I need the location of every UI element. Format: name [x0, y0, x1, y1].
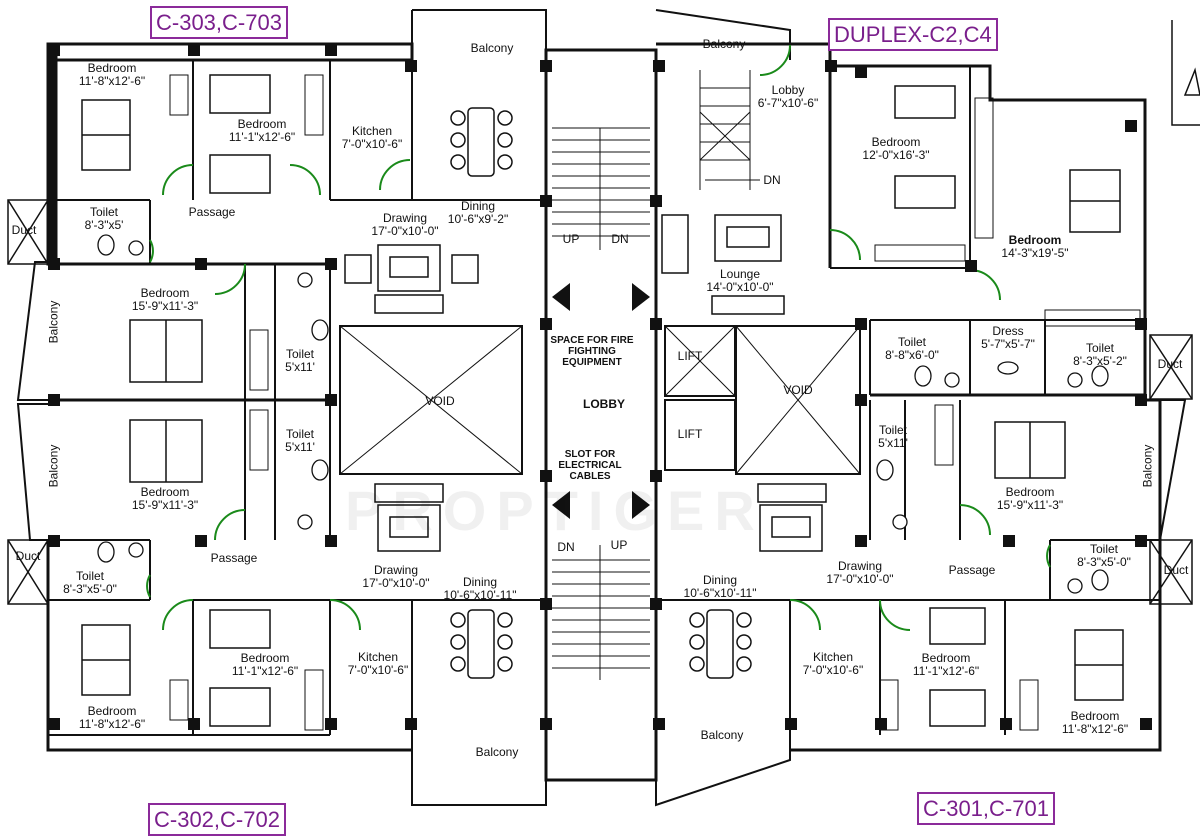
lobby-label: LOBBY: [583, 397, 625, 411]
balcony-label: Balcony: [702, 37, 746, 51]
lift-label: LIFT: [677, 349, 703, 363]
balcony-label: Balcony: [46, 300, 61, 344]
electrical-slot-label: SLOT FOR ELECTRICAL CABLES: [558, 449, 622, 482]
lift-label: LIFT: [677, 427, 703, 441]
duct-label: Duct: [15, 549, 41, 563]
fixtures: [97, 234, 1109, 594]
stair-down-label: DN: [763, 173, 781, 187]
balcony-label: Balcony: [1140, 444, 1155, 488]
stair-down-label: DN: [611, 232, 629, 246]
balcony-label: Balcony: [46, 444, 61, 488]
duct-label: Duct: [11, 223, 37, 237]
room-label-passage: Passage: [948, 563, 996, 577]
void-label: VOID: [425, 394, 455, 408]
watermark: PROPTIGER: [345, 479, 765, 542]
void-crosses: [339, 325, 861, 475]
room-label-passage: Passage: [188, 205, 236, 219]
stair-down-label: DN: [557, 540, 575, 554]
stair-up-label: UP: [610, 538, 628, 552]
balcony-label: Balcony: [700, 728, 744, 742]
balcony-label: Balcony: [475, 745, 519, 759]
unit-tag-c302-c702: C-302,C-702: [148, 803, 286, 836]
unit-tag-c301-c701: C-301,C-701: [917, 792, 1055, 825]
sofas: [344, 214, 827, 552]
unit-tag-duplex-c2-c4: DUPLEX-C2,C4: [828, 18, 998, 51]
inner-walls: [48, 60, 1160, 750]
outer-walls: [16, 9, 1187, 807]
fire-equipment-label: SPACE FOR FIRE FIGHTING EQUIPMENT: [550, 335, 634, 368]
room-label-passage: Passage: [210, 551, 258, 565]
core-arrows: [552, 283, 650, 519]
ducts: [7, 199, 1193, 605]
columns: [48, 44, 1152, 730]
north-arrow-icon: [1171, 20, 1200, 126]
dining-tables: [450, 107, 752, 679]
beds: [81, 74, 1124, 727]
stair-up-label: UP: [562, 232, 580, 246]
wardrobes: [169, 74, 1141, 731]
staircase-bottom: [552, 545, 650, 680]
staircase-right: [699, 70, 760, 190]
duct-label: Duct: [1163, 563, 1189, 577]
unit-tag-c303-c703: C-303,C-703: [150, 6, 288, 39]
void-label: VOID: [783, 383, 813, 397]
balcony-label: Balcony: [470, 41, 514, 55]
staircase-top: [552, 127, 650, 250]
duct-label: Duct: [1157, 357, 1183, 371]
